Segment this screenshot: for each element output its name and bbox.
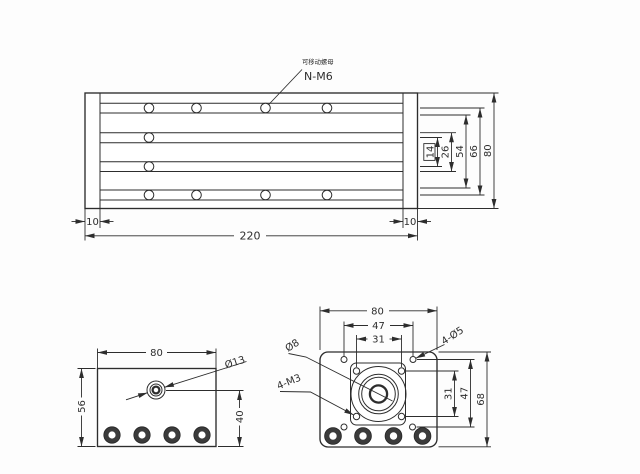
callout-center-hole-d13: Ø13 — [125, 354, 247, 401]
dim-right-end-10: 10 — [404, 217, 417, 228]
svg-text:68: 68 — [476, 393, 487, 406]
dim-end-width-80: 80 — [319, 306, 438, 350]
leader-line — [268, 69, 303, 105]
svg-text:4-M3: 4-M3 — [276, 373, 303, 393]
movable-nut-callout: 可移动螺母 N-M6 — [268, 57, 333, 105]
svg-text:Ø13: Ø13 — [223, 354, 246, 372]
svg-text:31: 31 — [444, 387, 455, 400]
dim-pilot-holes-h-31: 31 — [356, 335, 402, 367]
dim-front-height-56: 56 — [77, 368, 96, 447]
front-view: 80 56 40 Ø13 — [77, 348, 247, 448]
dim-total-length-220: 220 — [240, 230, 261, 243]
nut-holes — [143, 102, 333, 201]
dim-mount-holes-v-47: 47 — [416, 359, 475, 428]
end-bottom-holes — [324, 427, 432, 445]
top-view: 可移动螺母 N-M6 10 10 220 — [71, 57, 499, 243]
dim-inner-slot-26: 26 — [441, 146, 452, 159]
front-bottom-holes — [103, 426, 211, 444]
movable-nut-thread-label: N-M6 — [304, 70, 333, 83]
dim-length-220: 10 10 220 — [71, 208, 431, 243]
dim-overall-width-80: 80 — [483, 144, 494, 157]
svg-text:80: 80 — [150, 348, 163, 359]
dim-inner-rows-14: 14 — [426, 146, 437, 159]
svg-text:Ø8: Ø8 — [283, 337, 301, 355]
dim-width-stack: 14 26 54 66 80 — [417, 92, 499, 209]
dim-mount-holes-h-47: 47 — [343, 321, 414, 356]
end-view: 80 47 31 31 47 — [276, 306, 491, 448]
dim-outer-rows-66: 66 — [469, 145, 480, 158]
svg-text:4-Ø5: 4-Ø5 — [439, 324, 466, 347]
svg-text:56: 56 — [77, 400, 88, 413]
svg-text:31: 31 — [372, 335, 385, 346]
svg-text:80: 80 — [371, 307, 384, 318]
svg-text:47: 47 — [460, 387, 471, 400]
dim-end-height-68: 68 — [438, 351, 491, 448]
dim-14-reference-box — [423, 143, 436, 161]
dim-left-end-10: 10 — [86, 217, 99, 228]
movable-nut-note-cn: 可移动螺母 — [302, 57, 333, 66]
svg-text:47: 47 — [372, 321, 385, 332]
top-view-body — [84, 92, 419, 210]
corner-mount-holes — [340, 356, 417, 431]
svg-text:40: 40 — [235, 410, 246, 423]
dim-front-width-80: 80 — [97, 348, 217, 369]
dim-outer-slot-54: 54 — [455, 145, 466, 158]
front-center-hole — [146, 380, 166, 400]
dim-hole-offset-40: 40 — [166, 390, 246, 447]
dim-pilot-holes-v-31: 31 — [405, 370, 459, 417]
